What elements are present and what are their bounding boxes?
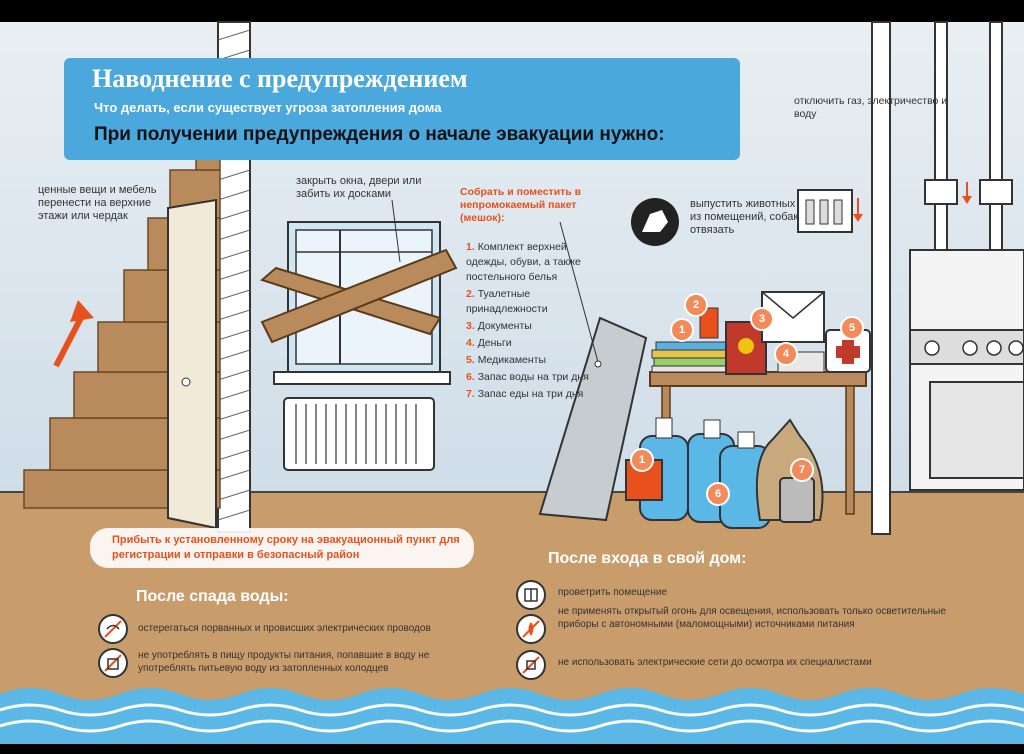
no-fire-icon: [516, 614, 546, 644]
after-home-item: проветрить помещение: [558, 587, 668, 598]
pack-item: 1. Комплект верхней одежды, обуви, а так…: [466, 241, 581, 283]
evac-note: Прибыть к установленному сроку на эвакуа…: [112, 534, 460, 561]
pack-item: 2. Туалетные принадлежности: [466, 288, 548, 315]
item-badge: 2: [684, 293, 708, 317]
item-badge: 1: [630, 448, 654, 472]
callout-gas-off: отключить газ, электричество и воду: [794, 95, 948, 120]
pack-item: 6. Запас воды на три дня: [466, 371, 589, 383]
pack-title: Собрать и поместить в непромокаемый паке…: [460, 186, 582, 224]
callout-windows: закрыть окна, двери или забить их доскам…: [296, 175, 422, 200]
window-vent-icon: [516, 580, 546, 610]
no-plug-icon: [516, 650, 546, 680]
after-home-item: не использовать электрические сети до ос…: [558, 657, 872, 668]
pack-item: 4. Деньги: [466, 337, 512, 349]
item-badge: 1: [670, 318, 694, 342]
page-subtitle: Что делать, если существует угроза затоп…: [94, 100, 442, 115]
callout-valuables: ценные вещи и мебель перенести на верхни…: [38, 184, 157, 222]
after-home-title: После входа в свой дом:: [548, 550, 747, 567]
header-banner: Наводнение с предупреждением Что делать,…: [64, 58, 740, 160]
pack-item: 7. Запас еды на три дня: [466, 388, 584, 400]
section-heading: При получении предупреждения о начале эв…: [94, 124, 665, 145]
after-water-item: остерегаться порванных и провисших элект…: [138, 623, 431, 634]
item-badge: 3: [750, 307, 774, 331]
pack-item: 5. Медикаменты: [466, 354, 547, 366]
after-home-item: не применять открытый огонь для освещени…: [558, 606, 946, 630]
evac-note-bg: [90, 528, 474, 568]
after-water-title: После спада воды:: [136, 588, 289, 605]
no-wires-icon: [98, 614, 128, 644]
pack-list: 1. Комплект верхней одежды, обуви, а так…: [466, 240, 596, 404]
pack-item: 3. Документы: [466, 320, 532, 332]
page-title: Наводнение с предупреждением: [92, 64, 468, 93]
item-badge: 5: [840, 316, 864, 340]
no-food-icon: [98, 648, 128, 678]
callout-animals: выпустить животных из помещений, собак о…: [690, 198, 799, 236]
item-badge: 7: [790, 458, 814, 482]
item-badge: 6: [706, 482, 730, 506]
after-water-item: не употреблять в пищу продукты питания, …: [138, 650, 430, 674]
item-badge: 4: [774, 342, 798, 366]
